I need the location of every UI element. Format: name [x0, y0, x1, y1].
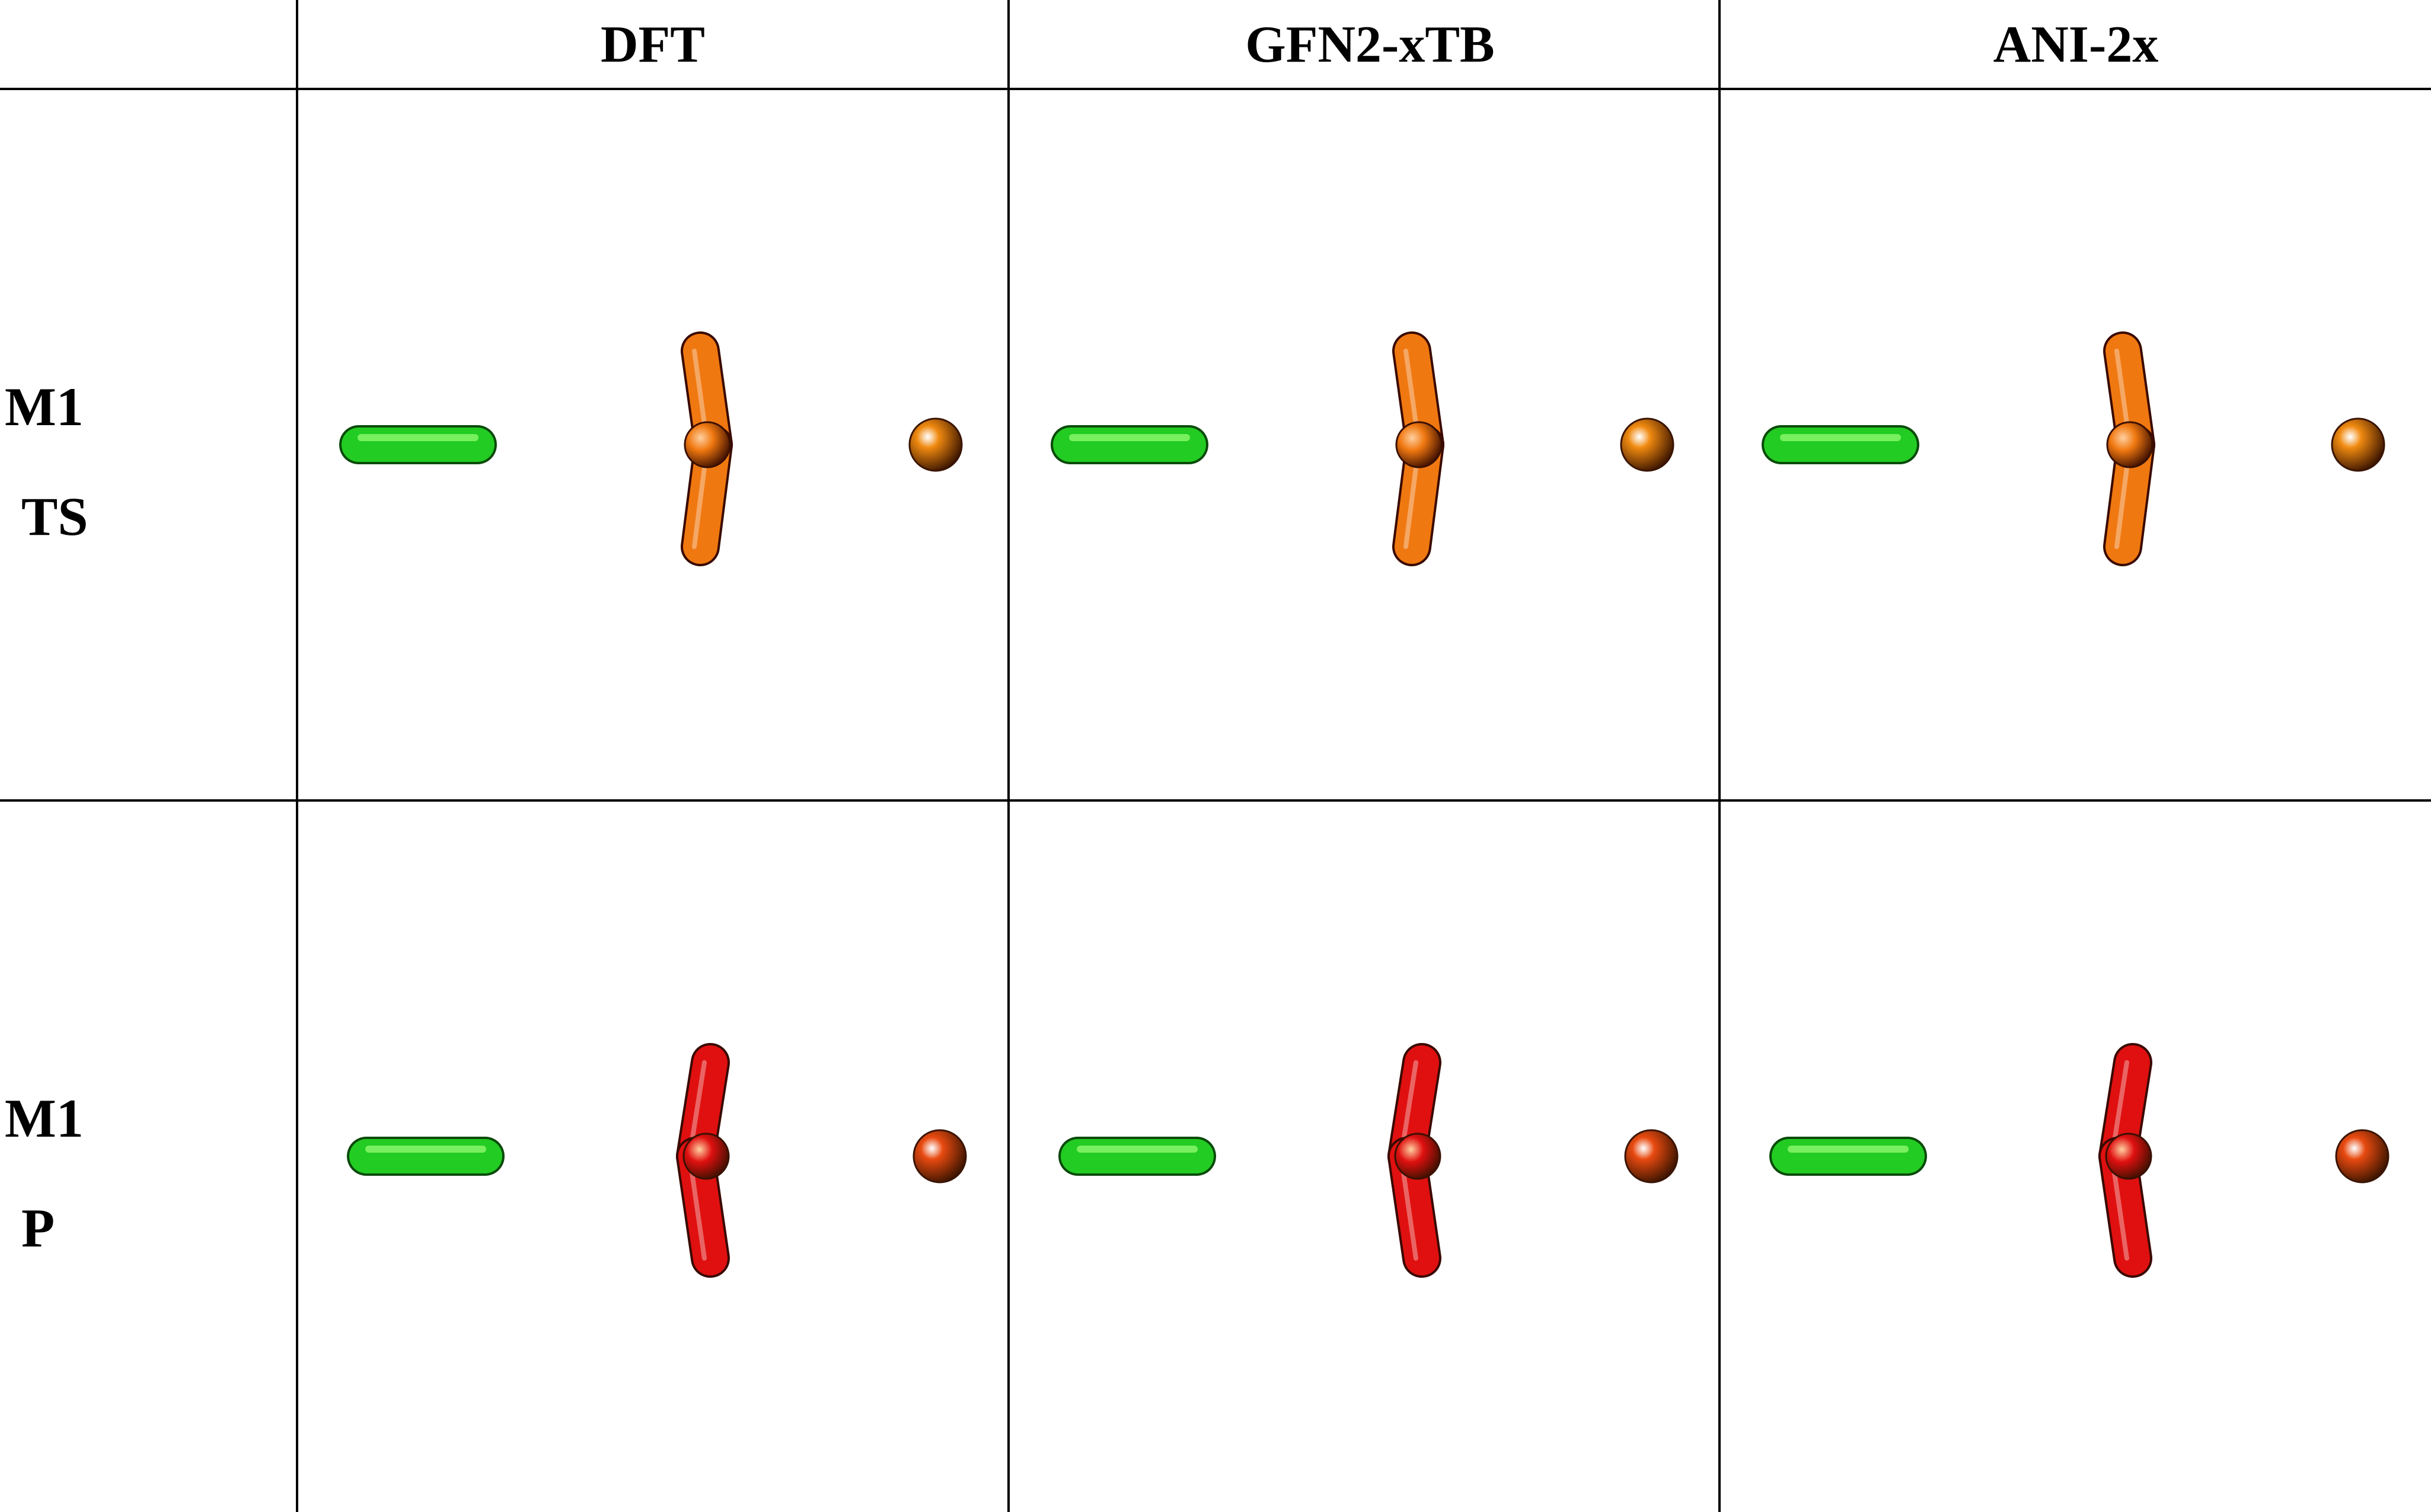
green-bond [1769, 1137, 1927, 1176]
row-label-ts-line2: TS [21, 486, 88, 547]
lone-atom [2331, 417, 2385, 472]
lone-atom [1624, 1129, 1679, 1184]
molecule-cell-ts-2 [1762, 331, 2385, 566]
lone-atom [913, 1129, 967, 1184]
molecule-cell-ts-1 [1051, 331, 1674, 566]
row-label-p-line1: M1 [5, 1088, 84, 1149]
grid-hline-header [0, 88, 2431, 90]
center-atom [682, 1133, 730, 1180]
lone-atom [2335, 1129, 2389, 1184]
green-bond [339, 425, 497, 464]
molecule-cell-p-2 [1769, 1043, 2389, 1278]
molecule-cell-p-0 [347, 1043, 967, 1278]
center-atom [1394, 1133, 1441, 1180]
grid-vline-2 [1007, 0, 1010, 1512]
molecule-cell-ts-0 [339, 331, 963, 566]
green-bond [1058, 1137, 1216, 1176]
row-label-p-line2: P [21, 1198, 55, 1258]
grid-vline-1 [296, 0, 298, 1512]
center-atom [684, 421, 731, 468]
green-bond [1051, 425, 1208, 464]
green-bond [1762, 425, 1919, 464]
column-header-gfn2-xtb: GFN2-xTB [1245, 15, 1495, 74]
lone-atom [1620, 417, 1674, 472]
center-atom [1395, 421, 1443, 468]
lone-atom [908, 417, 963, 472]
green-bond [347, 1137, 505, 1176]
molecule-cell-p-1 [1058, 1043, 1679, 1278]
row-label-ts-line1: M1 [5, 377, 84, 437]
grid-hline-rows [0, 799, 2431, 802]
column-header-ani-2x: ANI-2x [1993, 15, 2159, 74]
grid-vline-3 [1718, 0, 1721, 1512]
center-atom [2105, 1133, 2152, 1180]
column-header-dft: DFT [601, 15, 705, 74]
center-atom [2106, 421, 2154, 468]
